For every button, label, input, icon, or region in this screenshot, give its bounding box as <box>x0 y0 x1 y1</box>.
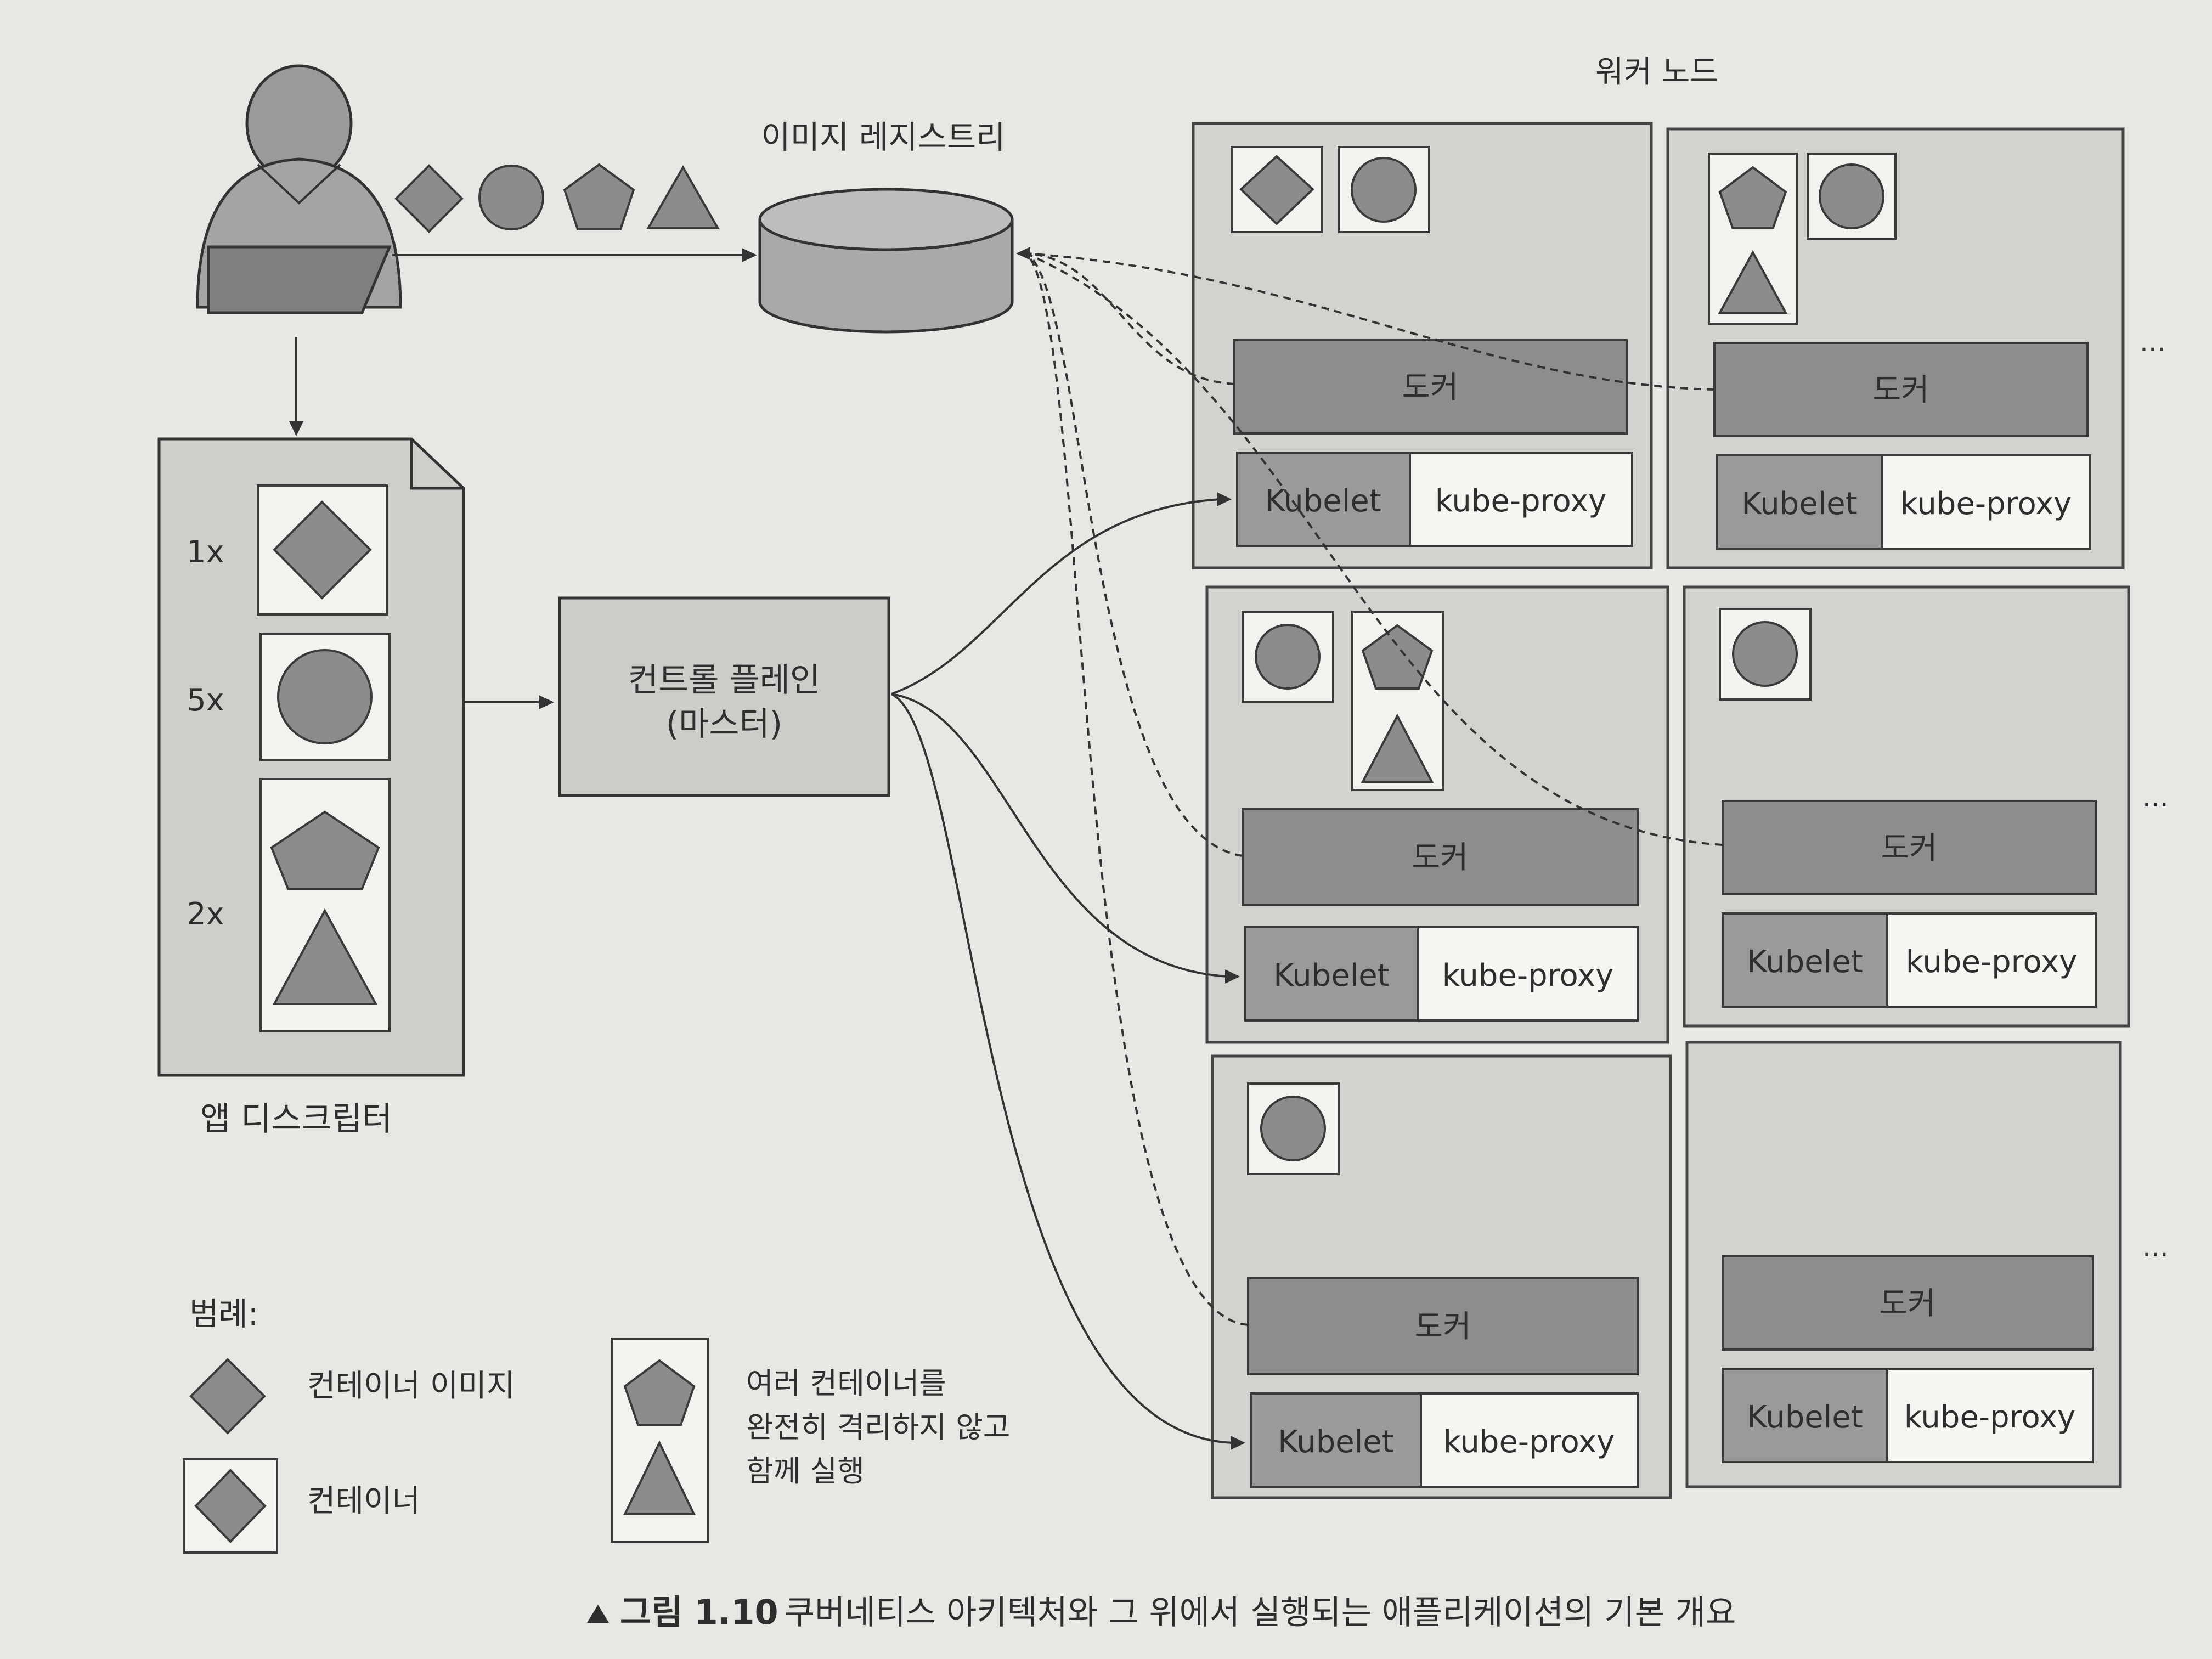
kube-proxy-label-4: kube-proxy <box>1906 944 2078 980</box>
legend-container-diamond <box>183 1458 278 1554</box>
worker-node-3: 도커 Kubelet kube-proxy <box>1205 585 1669 1044</box>
more-nodes-3: ... <box>2142 1231 2169 1263</box>
kubelet-label-4: Kubelet <box>1747 944 1863 980</box>
worker-node-1: 도커 Kubelet kube-proxy <box>1192 122 1653 569</box>
descriptor-circle <box>259 633 391 761</box>
kubelet-label-3: Kubelet <box>1273 958 1389 994</box>
caption-prefix: 그림 1.10 <box>620 1592 778 1632</box>
legend-group-2: 완전히 격리하지 않고 <box>746 1410 1010 1444</box>
database-cylinder-icon <box>758 188 1014 334</box>
descriptor-pod <box>259 778 391 1032</box>
docker-label-2: 도커 <box>1872 373 1929 408</box>
worker-node-5: 도커 Kubelet kube-proxy <box>1211 1054 1672 1499</box>
legend-group-1: 여러 컨테이너를 <box>746 1366 946 1401</box>
more-nodes-1: ... <box>2140 326 2166 358</box>
replica-2x: 2x <box>187 896 224 932</box>
worker-node-4: 도커 Kubelet kube-proxy <box>1683 585 2130 1028</box>
kube-proxy-label-2: kube-proxy <box>1900 486 2072 522</box>
registry-label: 이미지 레지스트리 <box>761 119 1005 156</box>
kube-proxy-label-3: kube-proxy <box>1442 958 1614 994</box>
control-plane-label-2: (마스터) <box>666 705 782 743</box>
control-plane-label-1: 컨트롤 플레인 <box>628 661 820 699</box>
kubelet-label-6: Kubelet <box>1747 1400 1863 1435</box>
kubelet-label-1: Kubelet <box>1265 483 1381 519</box>
worker-node-2: 도커 Kubelet kube-proxy <box>1666 127 2125 569</box>
replica-5x: 5x <box>187 682 224 718</box>
kube-proxy-label-6: kube-proxy <box>1904 1400 2076 1435</box>
control-plane-box <box>558 596 890 797</box>
legend-group-3: 함께 실행 <box>746 1454 865 1488</box>
legend-title: 범례: <box>189 1295 258 1333</box>
container-image-shapes <box>394 163 720 233</box>
caption-text: 쿠버네티스 아키텍처와 그 위에서 실행되는 애플리케이션의 기본 개요 <box>785 1594 1736 1632</box>
app-descriptor-label: 앱 디스크립터 <box>200 1100 392 1138</box>
docker-label-4: 도커 <box>1881 831 1937 866</box>
kubelet-label-5: Kubelet <box>1278 1424 1393 1460</box>
worker-node-6: 도커 Kubelet kube-proxy <box>1685 1041 2122 1488</box>
image-pull-lines <box>1016 247 1723 1326</box>
docker-label-3: 도커 <box>1412 840 1468 876</box>
more-nodes-2: ... <box>2142 781 2169 813</box>
legend-pod-box <box>611 1338 709 1543</box>
triangle-up-icon <box>587 1605 609 1623</box>
legend-container-image: 컨테이너 이미지 <box>307 1368 515 1404</box>
legend-container: 컨테이너 <box>307 1483 420 1519</box>
kube-proxy-label-5: kube-proxy <box>1443 1424 1615 1460</box>
descriptor-diamond <box>257 484 388 616</box>
docker-label-1: 도커 <box>1402 370 1458 405</box>
docker-label-5: 도커 <box>1414 1309 1471 1345</box>
user-at-laptop-icon <box>196 64 402 314</box>
kubelet-label-2: Kubelet <box>1741 486 1857 522</box>
replica-1x: 1x <box>187 534 224 570</box>
legend-image-diamond <box>189 1358 266 1435</box>
docker-label-6: 도커 <box>1879 1286 1936 1322</box>
kube-proxy-label-1: kube-proxy <box>1435 483 1607 519</box>
worker-nodes-label: 워커 노드 <box>1595 54 1718 90</box>
control-plane-arrows <box>891 492 1245 1450</box>
